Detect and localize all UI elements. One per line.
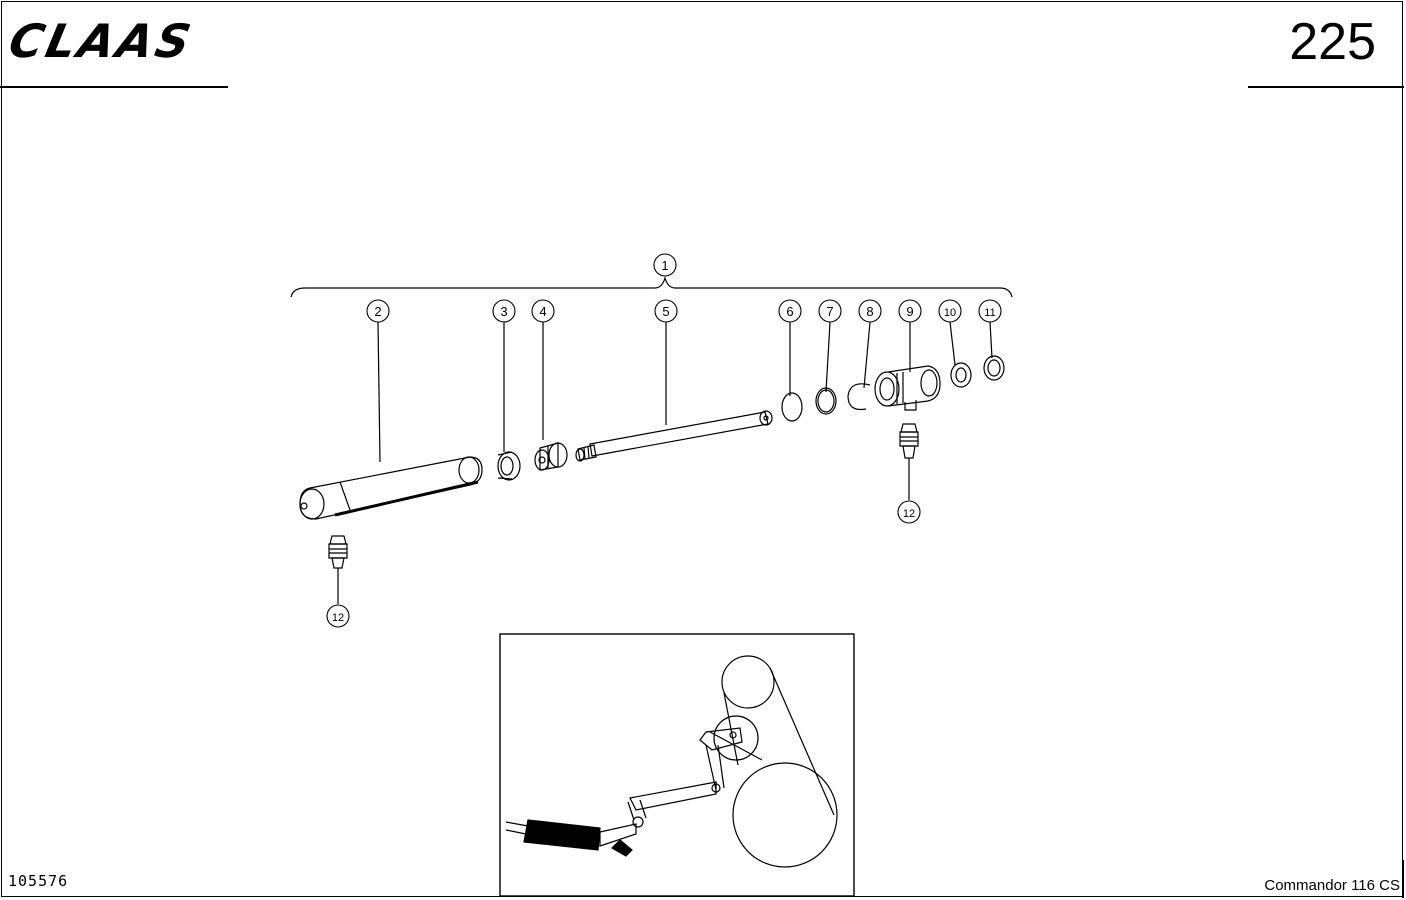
- assembly-brace: [290, 275, 1013, 298]
- rod-seal: [950, 362, 972, 388]
- callout-label-6: 6: [786, 304, 793, 319]
- callout-circle-6: [778, 299, 802, 323]
- grease-fitting-upper: [899, 423, 919, 459]
- callout-circle-8: [858, 299, 882, 323]
- callout-circle-12-lower: [326, 604, 350, 628]
- header-rule-left: [0, 86, 228, 88]
- callout-label-9: 9: [906, 304, 913, 319]
- cylinder-head: [874, 365, 941, 411]
- backup-ring: [815, 387, 837, 415]
- callout-circle-2: [366, 299, 390, 323]
- model-name: Commandor 116 CS: [1264, 877, 1400, 894]
- locator-inset: [499, 633, 855, 897]
- figure-id: 105576: [8, 872, 69, 890]
- callout-label-7: 7: [826, 304, 833, 319]
- page-number: 225: [1289, 13, 1376, 71]
- cylinder-barrel: [299, 456, 483, 520]
- piston-rod: [575, 410, 773, 462]
- leader-2: [377, 321, 381, 463]
- leader-8: [863, 321, 871, 389]
- grease-fitting-lower: [328, 535, 348, 569]
- callout-circle-12-upper: [897, 500, 921, 524]
- callout-label-10: 10: [944, 307, 956, 319]
- callout-label-4: 4: [539, 304, 546, 319]
- wiper-ring: [983, 355, 1005, 381]
- footer-rule: [1402, 860, 1404, 898]
- o-ring: [781, 392, 803, 422]
- callout-label-11: 11: [984, 307, 995, 319]
- callout-label-3: 3: [500, 304, 507, 319]
- leader-10: [949, 321, 956, 366]
- callout-circle-9: [898, 299, 922, 323]
- guide-ring: [497, 451, 521, 481]
- leader-7: [825, 321, 831, 393]
- callout-circle-3: [492, 299, 516, 323]
- header-rule-right: [1248, 86, 1404, 88]
- callout-circle-7: [818, 299, 842, 323]
- callout-circle-1: [653, 253, 677, 277]
- callout-label-1: 1: [661, 258, 668, 273]
- callout-label-2: 2: [374, 304, 381, 319]
- callout-label-8: 8: [866, 304, 873, 319]
- callout-label-12-upper: 12: [903, 508, 915, 520]
- callout-circle-10: [938, 299, 962, 323]
- callout-label-5: 5: [662, 304, 669, 319]
- circlip: [847, 383, 871, 411]
- callout-circle-4: [531, 299, 555, 323]
- callout-label-12-lower: 12: [332, 612, 344, 624]
- piston: [534, 442, 568, 471]
- callout-circle-11: [978, 299, 1002, 323]
- callout-circle-5: [654, 299, 678, 323]
- leader-11: [989, 321, 993, 359]
